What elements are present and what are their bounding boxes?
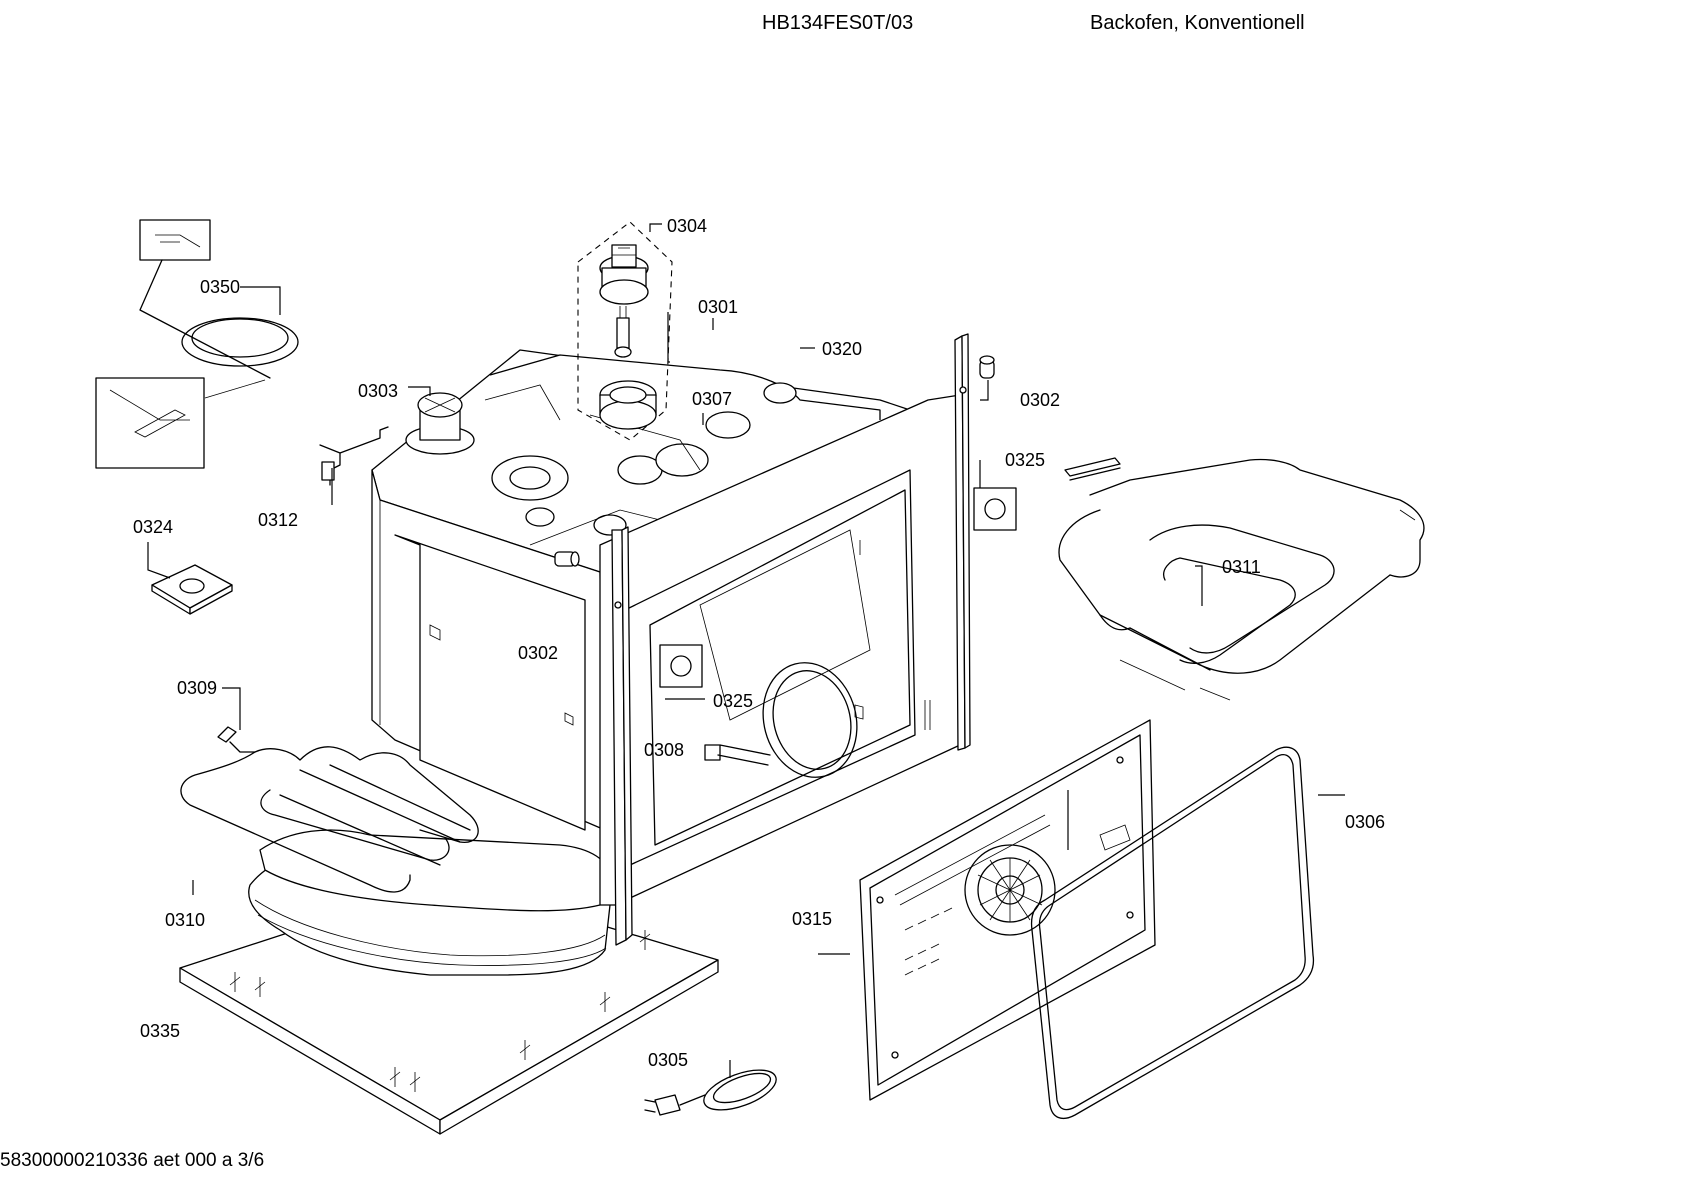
callout-0325-mid: 0325 (713, 691, 753, 711)
callout-0305: 0305 (648, 1050, 688, 1070)
callout-0309: 0309 (177, 678, 217, 698)
sensor-0302 (554, 355, 995, 567)
callout-0315: 0315 (792, 909, 832, 929)
callout-0335: 0335 (140, 1021, 180, 1041)
callout-0325-right: 0325 (1005, 450, 1045, 470)
power-cable-0305 (644, 1069, 777, 1116)
bracket-0312 (319, 426, 389, 486)
diagram-title: Backofen, Konventionell (1090, 12, 1305, 34)
grommet-box-0325 (659, 487, 1017, 688)
fan-cover-0303 (405, 392, 475, 455)
insulation-mat-0310 (248, 829, 613, 976)
lamp-assembly-0304 (577, 221, 673, 441)
callout-0303: 0303 (358, 381, 398, 401)
model-number: HB134FES0T/03 (762, 12, 914, 34)
callout-0312: 0312 (258, 510, 298, 530)
heating-element-0309 (180, 726, 479, 893)
callout-0310: 0310 (165, 910, 205, 930)
sensor-cable-0350 (95, 219, 299, 469)
callout-0307: 0307 (692, 389, 732, 409)
gasket-0324 (151, 564, 233, 615)
callout-0302-top: 0302 (1020, 390, 1060, 410)
callout-0306: 0306 (1345, 812, 1385, 832)
leader-lines (147, 223, 1345, 1078)
rear-panel-0315 (859, 719, 1156, 1101)
top-heater-0311 (1058, 457, 1425, 701)
callout-0350: 0350 (200, 277, 240, 297)
callout-0301: 0301 (698, 297, 738, 317)
circular-heater-0308 (704, 662, 864, 778)
callout-0320: 0320 (822, 339, 862, 359)
document-code: 58300000210336 aet 000 a 3/6 (0, 1150, 265, 1171)
callout-0302-mid: 0302 (518, 643, 558, 663)
callout-0324: 0324 (133, 517, 173, 537)
oven-cavity-0301 (371, 349, 911, 831)
callout-0304: 0304 (667, 216, 707, 236)
door-gasket-0306 (1030, 746, 1315, 1119)
callout-0308: 0308 (644, 740, 684, 760)
callout-0311: 0311 (1222, 557, 1261, 577)
